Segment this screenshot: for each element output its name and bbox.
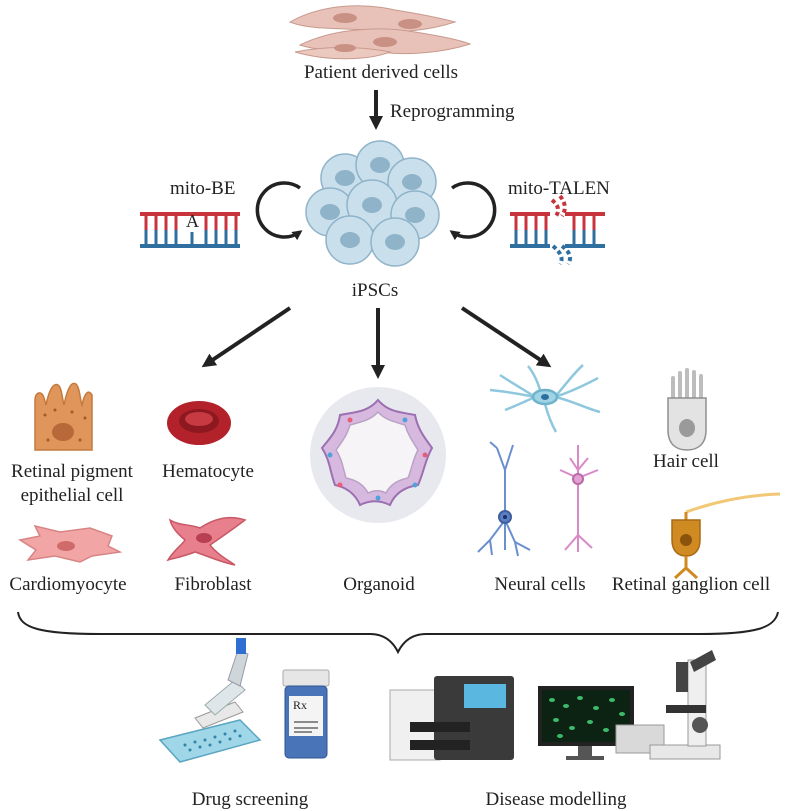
- neural-cells-label: Neural cells: [494, 574, 586, 595]
- mito-talen-label: mito-TALEN: [508, 178, 610, 199]
- neuron-pink-icon: [559, 445, 599, 552]
- arrow-to-right-cells: [460, 306, 552, 368]
- mito-be-label: mito-BE: [170, 178, 236, 199]
- rx-label: Rx: [293, 698, 308, 712]
- rpe-label-line1: Retinal pigment: [11, 461, 133, 482]
- organoid-icon: [310, 387, 446, 523]
- organoid-label: Organoid: [343, 574, 415, 595]
- dna-mito-be-icon: [140, 212, 240, 248]
- pipette-plate-icon: [158, 638, 262, 763]
- ipscs-label: iPSCs: [351, 280, 399, 301]
- cardiomyocyte-label: Cardiomyocyte: [9, 574, 127, 595]
- ipsc-cluster-icon: [305, 140, 440, 267]
- rpe-label-line2: epithelial cell: [20, 485, 124, 506]
- rgc-label: Retinal ganglion cell: [611, 574, 771, 595]
- fibroblast-icon: [166, 516, 247, 566]
- rx-bottle-icon: [282, 669, 330, 759]
- lab-instrument-icon: [389, 676, 514, 761]
- hematocyte-icon: [167, 401, 231, 445]
- neuron-pyramidal-blue-icon: [477, 441, 531, 557]
- rpe-cell-icon: [34, 382, 93, 451]
- circular-arrow-right: [449, 181, 497, 241]
- grouping-brace: [17, 611, 779, 655]
- rgc-icon: [671, 492, 781, 580]
- fibroblast-label: Fibroblast: [174, 574, 252, 595]
- hair-cell-label: Hair cell: [653, 451, 719, 472]
- dna-mito-talen-icon: [510, 194, 605, 266]
- cardiomyocyte-icon: [18, 524, 123, 563]
- hematocyte-label: Hematocyte: [162, 461, 254, 482]
- arrow-to-left-cells: [201, 306, 292, 368]
- patient-cells-icon: [288, 5, 472, 60]
- circular-arrow-left: [255, 181, 303, 241]
- neuron-blue-icon: [489, 364, 601, 433]
- drug-screening-label: Drug screening: [191, 789, 309, 810]
- patient-derived-cells-label: Patient derived cells: [303, 62, 459, 83]
- reprogramming-label: Reprogramming: [390, 101, 515, 122]
- microscope-icon: [615, 650, 721, 760]
- base-a-label: A: [186, 211, 199, 231]
- hair-cell-icon: [667, 368, 707, 451]
- disease-modelling-label: Disease modelling: [485, 789, 627, 810]
